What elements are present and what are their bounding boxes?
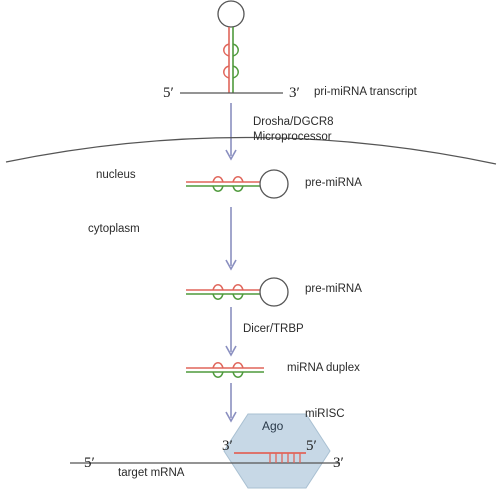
pre-mirna-cyto-label: pre-miRNA <box>305 283 362 295</box>
dicer-label: Dicer/TRBP <box>243 323 304 335</box>
base-pairs <box>269 453 301 463</box>
pri-bulge-2-green <box>232 65 239 79</box>
pri-bulge-1-green <box>232 43 239 57</box>
drosha-label: Drosha/DGCR8 <box>253 116 334 128</box>
mirisc-complex <box>70 413 340 489</box>
target-mrna-label: target mRNA <box>118 467 185 479</box>
ago-label: Ago <box>262 419 284 433</box>
mrna-5-prime: 5′ <box>84 455 95 471</box>
arrows <box>225 103 237 423</box>
pre-mirna-nuclear <box>186 169 289 199</box>
mirisc-label: miRISC <box>305 408 345 420</box>
pre-mirna-loop <box>259 169 289 199</box>
guide-5-prime: 5′ <box>306 438 317 454</box>
pri-5-prime: 5′ <box>163 85 174 101</box>
pri-bulge-1-red <box>223 43 230 57</box>
nuclear-envelope <box>5 136 497 165</box>
pri-mirna-loop <box>217 0 245 28</box>
microprocessor-label: Microprocessor <box>253 131 332 143</box>
cytoplasm-label: cytoplasm <box>88 223 140 235</box>
pre-mirna-nuclear-label: pre-miRNA <box>305 177 362 189</box>
duplex-label: miRNA duplex <box>287 362 360 374</box>
pre-mirna-cytoplasmic <box>186 277 289 307</box>
pri-mirna-hairpin <box>180 0 283 94</box>
nucleus-label: nucleus <box>96 169 136 181</box>
ago-protein <box>223 413 331 489</box>
mrna-3-prime: 3′ <box>333 455 344 471</box>
mirna-duplex <box>186 362 264 378</box>
pri-mirna-label: pri-miRNA transcript <box>314 86 417 98</box>
pri-3-prime: 3′ <box>289 85 300 101</box>
pri-bulge-2-red <box>223 65 230 79</box>
guide-3-prime: 3′ <box>222 438 233 454</box>
